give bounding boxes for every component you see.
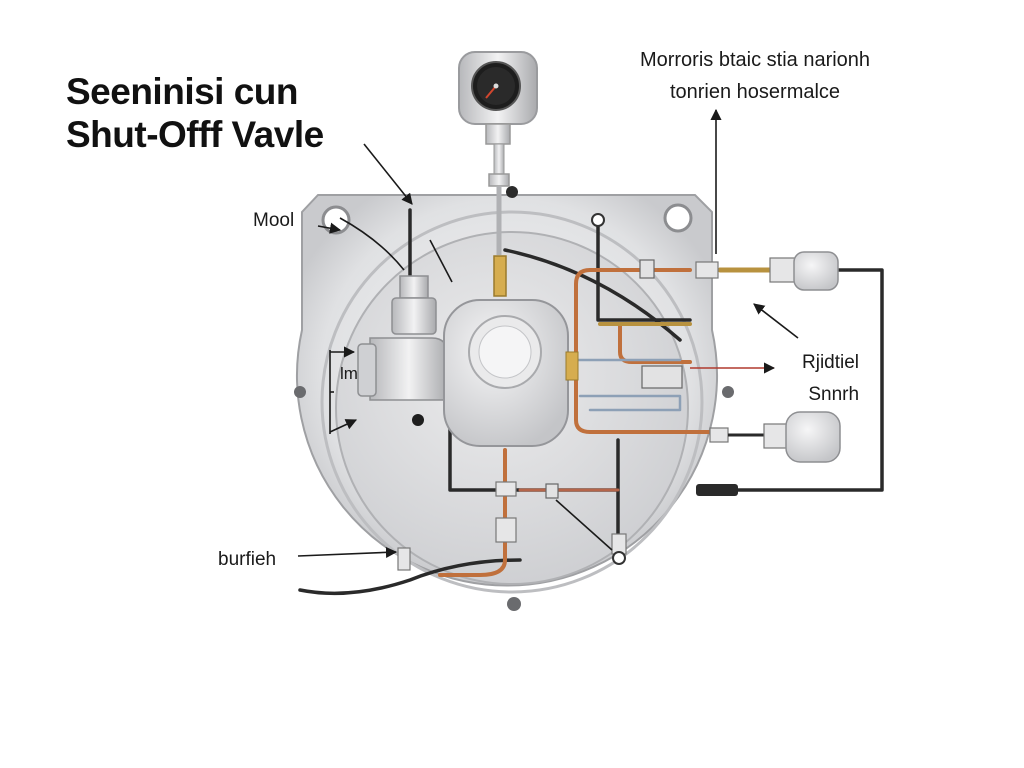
screw-icon [506,186,518,198]
screw-icon [722,386,734,398]
right-annotation-line-1: Rjidtiel [802,352,860,373]
bottom-left-label: burfieh [218,549,277,570]
mool-label: Mool [253,210,295,231]
title-line-2: Shut-Offf Vavle [66,114,324,155]
right-annotation-line-2: Snnrh [808,384,860,405]
right-annotation: Rjidtiel Snnrh [802,352,859,406]
valve-side-label: lm [340,364,358,383]
valve-body-icon [443,299,579,447]
screw-icon [294,386,306,398]
callout-lines [297,108,799,559]
mounting-hole [663,203,693,233]
pressure-gauge-icon [458,51,538,297]
dark-wires [298,208,884,596]
screw-icon [507,597,521,611]
top-right-annotation-line-1: Morroris btaic stia narionh [639,49,871,71]
valve-actuator-elbow [357,275,449,401]
title-line-1: Seeninisi cun [66,71,299,112]
top-right-annotation: Morroris btaic stia narionh tonrien hose… [600,44,910,108]
page-title: Seeninisi cun Shut-Offf Vavle [66,70,324,156]
screw-icon [412,414,424,426]
pipe-connector-icon [397,213,841,571]
brass-fitting [493,255,507,297]
top-right-annotation-line-2: tonrien hosermalce [669,81,841,103]
